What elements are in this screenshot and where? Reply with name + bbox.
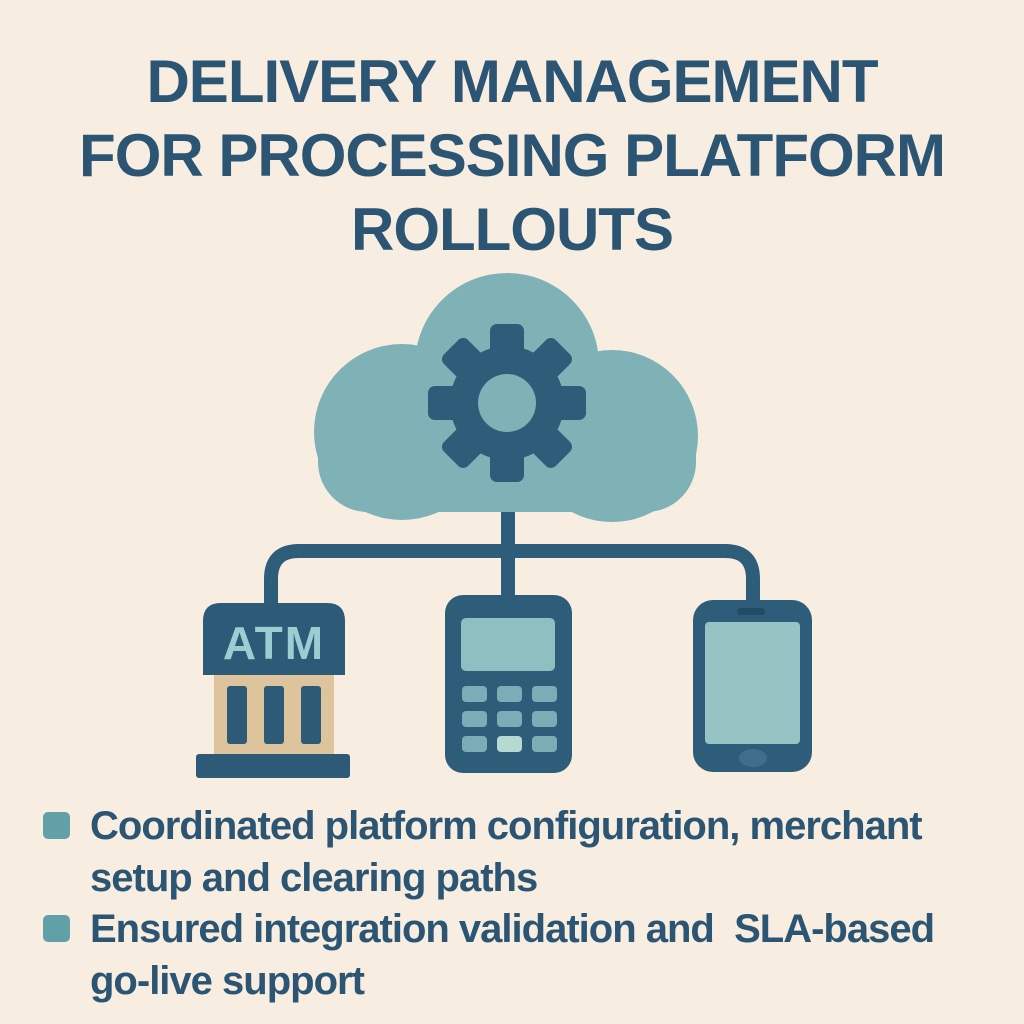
- bullet-1-text: Coordinated platform configuration, merc…: [90, 800, 970, 904]
- title-line-2: FOR PROCESSING PLATFORM: [79, 122, 946, 189]
- page-title: DELIVERY MANAGEMENT FOR PROCESSING PLATF…: [0, 45, 1024, 267]
- gear-icon: [428, 324, 586, 482]
- bullet-2-line-1: Ensured integration validation and SLA-b…: [90, 907, 935, 951]
- title-line-3: ROLLOUTS: [351, 196, 674, 263]
- atm-icon: ATM: [196, 603, 350, 778]
- bullet-marker-icon: [43, 915, 70, 942]
- smartphone-icon: [693, 600, 812, 772]
- bullet-2-line-2: go-live support: [90, 959, 365, 1003]
- bullet-marker-icon: [43, 812, 70, 839]
- bullet-2-text: Ensured integration validation and SLA-b…: [90, 903, 970, 1007]
- cloud-icon: [314, 273, 698, 522]
- bullet-1-line-2: setup and clearing paths: [90, 856, 538, 900]
- bullet-1-line-1: Coordinated platform configuration, merc…: [90, 804, 923, 848]
- atm-label: ATM: [223, 617, 325, 669]
- architecture-diagram: ATM: [196, 273, 812, 778]
- connector-lines: [264, 500, 760, 603]
- title-line-1: DELIVERY MANAGEMENT: [146, 48, 878, 115]
- pos-terminal-icon: [445, 595, 572, 773]
